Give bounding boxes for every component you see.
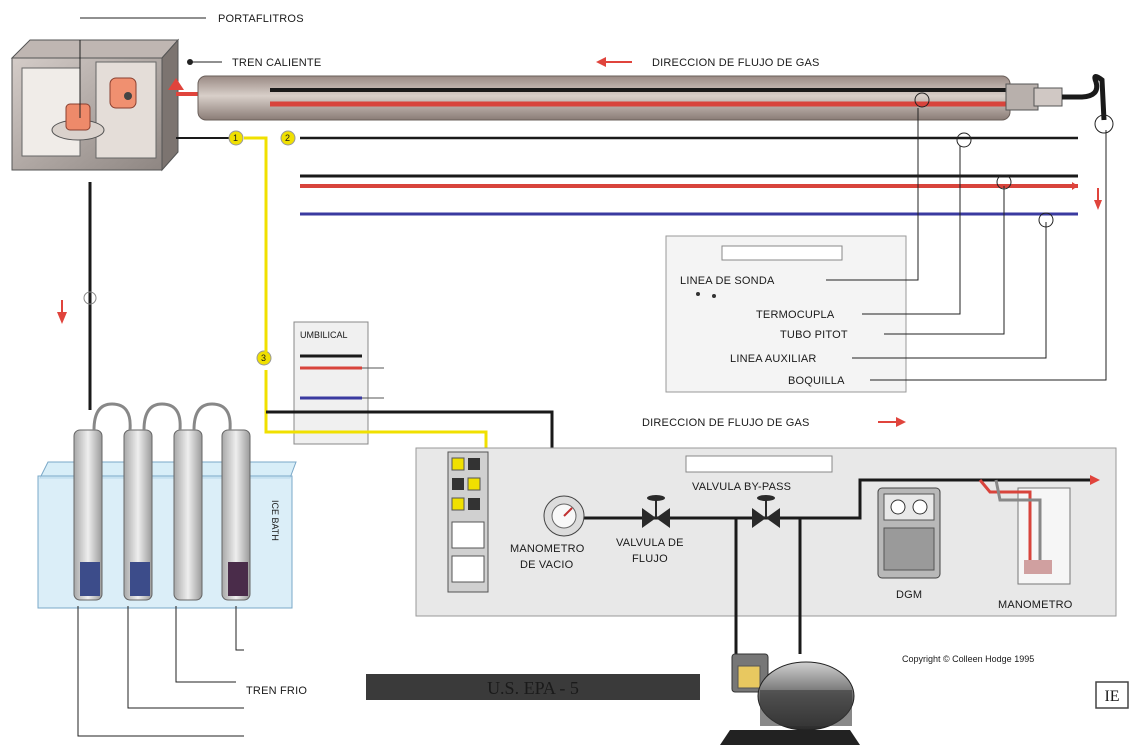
flow-direction-mid-label: DIRECCION DE FLUJO DE GAS bbox=[642, 417, 810, 429]
linea-auxiliar-label: LINEA AUXILIAR bbox=[730, 353, 817, 365]
epa-banner: U.S. EPA - 5 bbox=[366, 674, 700, 700]
flow-direction-top-label: DIRECCION DE FLUJO DE GAS bbox=[652, 57, 820, 69]
probe bbox=[176, 74, 1107, 121]
flow-arrow-exit-icon bbox=[1090, 475, 1100, 485]
flow-arrow-down-icon bbox=[57, 312, 67, 324]
tren-frio-leaders bbox=[77, 606, 244, 737]
valvula-flujo-label-2: FLUJO bbox=[632, 553, 668, 565]
valves-column bbox=[447, 451, 489, 593]
marker-1: 1 bbox=[228, 130, 244, 146]
marker-3: 3 bbox=[256, 350, 272, 366]
control-console-panel bbox=[415, 447, 1117, 617]
flow-arrow-top-icon bbox=[596, 57, 606, 67]
dgm-label: DGM bbox=[896, 589, 922, 601]
callout-leaders bbox=[826, 108, 1107, 381]
boquilla-label: BOQUILLA bbox=[788, 375, 845, 387]
valvula-bypass-label: VALVULA BY-PASS bbox=[692, 481, 791, 493]
tren-caliente-label: TREN CALIENTE bbox=[232, 57, 321, 69]
manometro-vacio-label-1: MANOMETRO bbox=[510, 543, 585, 555]
hot-box bbox=[10, 38, 184, 172]
orifice-manometer-icon bbox=[978, 479, 1071, 585]
tren-caliente-dot bbox=[187, 59, 193, 65]
umbilical-legend: UMBILICAL bbox=[293, 321, 384, 445]
flow-arrow-mid-icon bbox=[896, 417, 906, 427]
tren-frio-label: TREN FRIO bbox=[246, 685, 307, 697]
vacuum-gauge-icon bbox=[543, 495, 585, 537]
manometro-vacio-label-2: DE VACIO bbox=[520, 559, 574, 571]
termocupla-label: TERMOCUPLA bbox=[756, 309, 835, 321]
blue-callout-circle bbox=[1038, 212, 1054, 228]
linea-sonda-label: LINEA DE SONDA bbox=[680, 275, 775, 287]
copyright-text: Copyright © Colleen Hodge 1995 bbox=[902, 654, 1034, 664]
umbilical-lines bbox=[176, 136, 1102, 216]
boquilla-callout-circle bbox=[1094, 114, 1114, 134]
pitot-callout-circle bbox=[956, 132, 972, 148]
svg-text:3: 3 bbox=[261, 353, 266, 363]
auxiliar-callout-circle bbox=[996, 174, 1012, 190]
console-flow-line bbox=[584, 478, 1090, 654]
svg-text:IE: IE bbox=[1104, 688, 1119, 705]
portafiltros-label: PORTAFLITROS bbox=[218, 13, 304, 25]
flow-valve-icon bbox=[642, 495, 670, 528]
tubo-pitot-label: TUBO PITOT bbox=[780, 329, 848, 341]
svg-text:ICE BATH: ICE BATH bbox=[270, 500, 280, 541]
impingers bbox=[73, 402, 251, 601]
manometro-label: MANOMETRO bbox=[998, 599, 1073, 611]
ie-logo: IE bbox=[1095, 681, 1129, 709]
pump-icon bbox=[720, 653, 860, 745]
dgm-meter-icon bbox=[877, 487, 941, 579]
svg-text:UMBILICAL: UMBILICAL bbox=[300, 330, 348, 340]
marker-2: 2 bbox=[280, 130, 296, 146]
svg-text:U.S. EPA - 5: U.S. EPA - 5 bbox=[487, 678, 579, 698]
svg-text:1: 1 bbox=[233, 133, 238, 143]
bypass-valve-icon bbox=[752, 495, 780, 528]
valvula-flujo-label-1: VALVULA DE bbox=[616, 537, 684, 549]
svg-text:2: 2 bbox=[285, 133, 290, 143]
